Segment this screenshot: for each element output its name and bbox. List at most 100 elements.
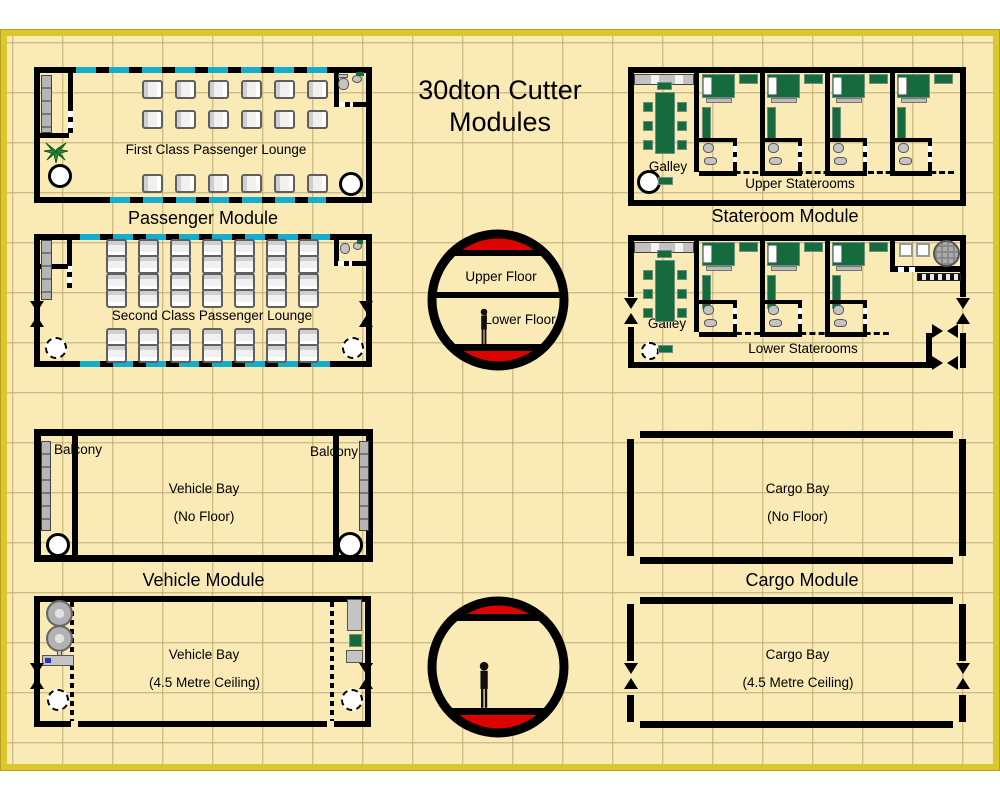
shelf [804, 74, 823, 84]
floor-hatch-icon [45, 337, 67, 359]
window-strip [110, 197, 326, 203]
module-label-cargo: Cargo Module [745, 570, 859, 590]
galley-chair [643, 270, 653, 280]
sink-icon [834, 157, 847, 165]
passenger-seat [241, 174, 262, 193]
module-wall [628, 235, 966, 241]
galley-wall [694, 73, 699, 172]
room-label-vehicle-bay-note: (No Floor) [173, 509, 235, 524]
room-label-vehicle-bay: Vehicle Bay [168, 647, 240, 662]
bathroom-door [863, 308, 867, 324]
passenger-seat [241, 80, 262, 99]
galley-chair [657, 82, 672, 90]
window-strip [80, 234, 330, 240]
bathroom-door [798, 146, 802, 162]
passenger-seat [175, 110, 196, 129]
room-label-lower-staterooms: Lower Staterooms [748, 341, 858, 356]
iris-valve-icon [624, 663, 638, 689]
corridor-door-line [699, 171, 954, 174]
room-label-balcony-left: Balcony [53, 442, 103, 457]
cargo-wall [627, 695, 634, 722]
utility-wall [890, 241, 895, 271]
passenger-seat [208, 80, 229, 99]
shelf [869, 242, 888, 252]
bathroom-wall [699, 300, 737, 304]
pillow [768, 77, 777, 95]
passenger-seat [298, 344, 319, 363]
winch-drum-icon [46, 600, 73, 627]
toilet-icon [340, 243, 350, 254]
bathroom-wall [829, 138, 867, 142]
passenger-seat [234, 344, 255, 363]
bathroom-wall [829, 300, 867, 304]
galley-chair [643, 102, 653, 112]
bathroom-wall [894, 138, 932, 142]
wardrobe [897, 107, 906, 141]
room-label-vehicle-bay-note: (4.5 Metre Ceiling) [148, 675, 261, 690]
pillow [703, 245, 712, 263]
cargo-wall [959, 695, 966, 722]
sink-icon [834, 319, 847, 327]
passenger-seat [138, 255, 159, 274]
toilet-icon [338, 78, 349, 90]
passenger-seat [274, 80, 295, 99]
iris-valve-icon [30, 663, 44, 689]
galley-chair [643, 308, 653, 318]
lower-floor-label: Lower Floor [484, 312, 556, 327]
module-outline [34, 429, 373, 562]
toilet-icon [768, 305, 779, 315]
toilet-icon [703, 143, 714, 153]
passenger-seat [274, 174, 295, 193]
bed-rail [706, 98, 732, 103]
toilet-wall [334, 73, 339, 105]
fresher-unit [916, 243, 930, 257]
room-label-cargo-bay-note: (No Floor) [767, 509, 828, 524]
passenger-seat [266, 344, 287, 363]
bathroom-door [928, 146, 932, 162]
window-strip [76, 67, 330, 73]
wall-gap [71, 721, 78, 727]
iris-valve-icon [359, 301, 373, 327]
wall-equipment [359, 441, 369, 531]
cargo-wall [959, 439, 966, 556]
bed-rail [771, 98, 797, 103]
sink-icon [769, 157, 782, 165]
shelf [804, 242, 823, 252]
upper-floor-label: Upper Floor [465, 269, 537, 284]
person-silhouette-icon [480, 308, 488, 344]
bathroom-door [863, 146, 867, 162]
floor-hatch-icon [341, 689, 363, 711]
fresher-unit [899, 243, 913, 257]
stateroom-door-sill [699, 332, 737, 337]
passenger-seat [266, 255, 287, 274]
iris-valve-icon [956, 663, 970, 689]
galley-chair [643, 289, 653, 299]
control-console [42, 655, 74, 666]
operator-seat [349, 634, 362, 647]
cargo-wall [959, 604, 966, 661]
passenger-seat [234, 255, 255, 274]
galley-chair [677, 121, 687, 131]
balcony-wall [72, 436, 78, 555]
passenger-seat [234, 289, 255, 308]
shelf [869, 74, 888, 84]
lockers [41, 75, 52, 133]
hull-cross-section-tall-bay [427, 596, 569, 738]
person-silhouette-icon [479, 661, 489, 708]
passenger-seat [274, 110, 295, 129]
iris-valve-icon [359, 663, 373, 689]
passenger-seat [106, 255, 127, 274]
galley-chair [658, 345, 673, 353]
module-wall [628, 362, 932, 368]
hatch-icon [337, 532, 363, 558]
module-wall [628, 241, 634, 297]
module-label-vehicle: Vehicle Module [142, 570, 265, 590]
galley-chair [643, 121, 653, 131]
stateroom-divider-wall [760, 73, 765, 176]
bed-rail [706, 266, 732, 271]
toilet-icon [768, 143, 779, 153]
passenger-seat [138, 289, 159, 308]
shelf [934, 74, 953, 84]
pillow [768, 245, 777, 263]
passenger-seat [202, 289, 223, 308]
